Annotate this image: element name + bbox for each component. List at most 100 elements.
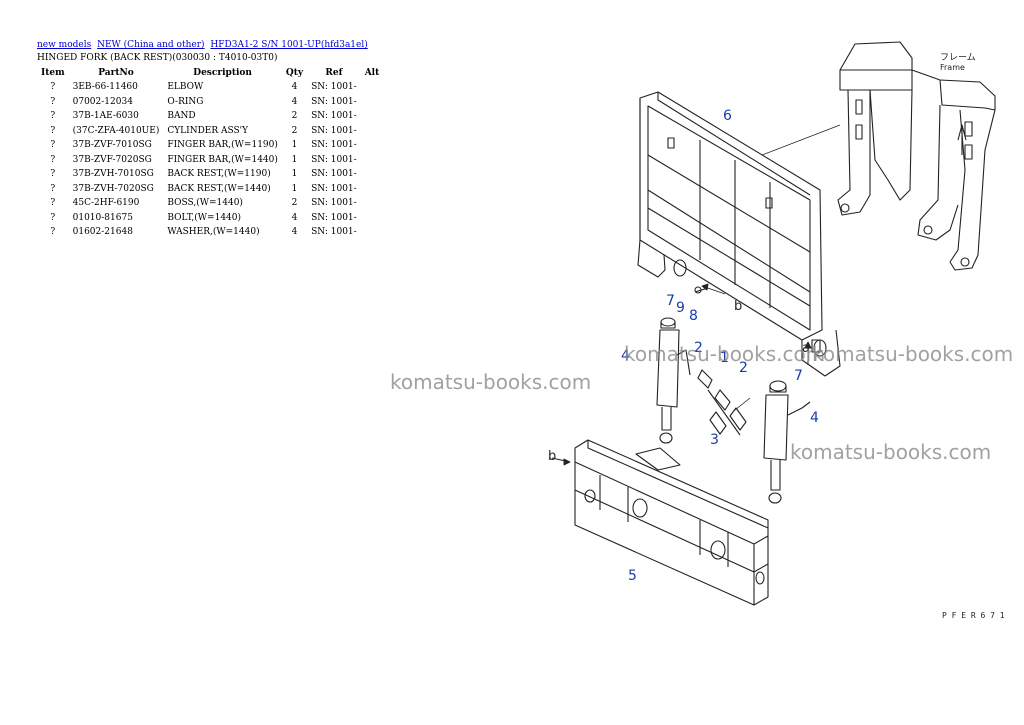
bands-small-parts: [673, 259, 827, 436]
cell-qty: 4: [291, 227, 298, 238]
callout-2-left: 2: [694, 340, 703, 356]
link-model-serial[interactable]: HFD3A1-2 S/N 1001-UP(hfd3a1el): [210, 40, 368, 50]
col-header-item: Item: [41, 68, 65, 78]
cell-partno: 37B-ZVF-7010SG: [72, 140, 152, 151]
col-header-description: Description: [193, 68, 252, 78]
cell-ref: SN: 1001-: [311, 212, 357, 223]
cell-ref: SN: 1001-: [311, 82, 357, 93]
cell-item: ?: [50, 198, 56, 209]
table-row: ? 37B-ZVF-7020SG FINGER BAR,(W=1440) 1 SN: 1…: [37, 153, 383, 168]
cell-item: ?: [50, 169, 56, 180]
callout-1: 1: [720, 350, 729, 366]
cell-ref: SN: 1001-: [311, 111, 357, 122]
col-header-alt: Alt: [364, 68, 380, 78]
back-rest-part: [637, 91, 841, 377]
cell-ref: SN: 1001-: [311, 227, 357, 238]
link-new-china-other[interactable]: NEW (China and other): [97, 40, 205, 50]
cell-alt: [361, 80, 384, 95]
cell-description: BAND: [167, 111, 196, 122]
cell-description: BOLT,(W=1440): [167, 212, 242, 223]
cell-item: ?: [50, 96, 56, 107]
arrow-labels: b a b: [548, 299, 810, 464]
frame-label-en: Frame: [940, 63, 965, 72]
cell-alt: [361, 182, 384, 197]
cell-alt: [361, 124, 384, 139]
cell-qty: 1: [291, 140, 298, 151]
cell-partno: 37B-1AE-6030: [72, 111, 139, 122]
col-header-ref: Ref: [325, 68, 343, 78]
table-row: ? 37B-1AE-6030 BAND 2 SN: 1001-: [37, 109, 383, 124]
cell-qty: 1: [291, 154, 298, 165]
callout-9: 9: [676, 300, 685, 316]
label-a-upper: a: [802, 341, 810, 356]
cell-ref: SN: 1001-: [311, 140, 357, 151]
cell-alt: [361, 95, 384, 110]
frame-label-jp: フレーム: [940, 52, 976, 63]
label-b-upper: b: [734, 299, 742, 314]
cell-item: ?: [50, 183, 56, 194]
col-header-qty: Qty: [285, 68, 304, 78]
cell-partno: 01010-81675: [72, 212, 133, 223]
cell-description: CYLINDER ASS'Y: [167, 125, 249, 136]
cell-qty: 4: [291, 82, 298, 93]
callout-2-right: 2: [739, 360, 748, 376]
callout-4-right: 4: [810, 410, 819, 426]
cell-qty: 4: [291, 212, 298, 223]
cell-partno: 3EB-66-11460: [72, 82, 138, 93]
table-row: ? 01010-81675 BOLT,(W=1440) 4 SN: 1001-: [37, 211, 383, 226]
cell-item: ?: [50, 154, 56, 165]
cell-ref: SN: 1001-: [311, 154, 357, 165]
arrows: [551, 283, 812, 466]
watermark-4: komatsu-books.com: [790, 440, 992, 464]
cell-description: WASHER,(W=1440): [167, 227, 260, 238]
watermark-3: komatsu-books.com: [812, 342, 1014, 366]
cell-item: ?: [50, 212, 56, 223]
cell-qty: 2: [291, 198, 298, 209]
cell-description: BACK REST,(W=1190): [167, 169, 271, 180]
callout-7-left: 7: [666, 293, 675, 309]
cell-partno: 37B-ZVF-7020SG: [72, 154, 152, 165]
cell-partno: 37B-ZVH-7020SG: [72, 183, 154, 194]
callout-4-left: 4: [621, 348, 630, 364]
cell-alt: [361, 225, 384, 240]
cell-description: FINGER BAR,(W=1190): [167, 140, 278, 151]
parts-diagram: フレーム Frame: [548, 41, 1005, 620]
callouts: 6 7 9 8 4 2 1 2 3 4 7 5: [621, 108, 819, 584]
cell-partno: 07002-12034: [72, 96, 133, 107]
cell-alt: [361, 211, 384, 226]
finger-bar-part: [574, 439, 769, 606]
page-title: HINGED FORK (BACK REST)(030030 : T4010-0…: [37, 53, 278, 63]
cell-alt: [361, 109, 384, 124]
cell-description: FINGER BAR,(W=1440): [167, 154, 278, 165]
cell-description: ELBOW: [167, 82, 204, 93]
leader-line: [761, 124, 841, 156]
cell-description: O-RING: [167, 96, 204, 107]
parts-table: Item PartNo Description Qty Ref Alt ? 3EB…: [37, 66, 383, 240]
link-new-models[interactable]: new models: [37, 40, 92, 50]
label-b-lower: b: [548, 449, 556, 464]
cell-description: BACK REST,(W=1440): [167, 183, 271, 194]
cell-item: ?: [50, 111, 56, 122]
cell-qty: 1: [291, 183, 298, 194]
cell-qty: 2: [291, 111, 298, 122]
callout-7-right: 7: [794, 368, 803, 384]
cell-partno: (37C-ZFA-4010UE): [72, 125, 160, 136]
cylinder-right: [763, 380, 811, 504]
cell-partno: 45C-2HF-6190: [72, 198, 140, 209]
col-header-partno: PartNo: [98, 68, 134, 78]
cell-qty: 1: [291, 169, 298, 180]
watermark-2: komatsu-books.com: [624, 342, 826, 366]
figure-code: P F E R 6 7 1: [942, 611, 1005, 620]
callout-3: 3: [710, 432, 719, 448]
cell-alt: [361, 196, 384, 211]
cell-partno: 01602-21648: [72, 227, 133, 238]
cell-qty: 2: [291, 125, 298, 136]
cell-alt: [361, 138, 384, 153]
cell-item: ?: [50, 227, 56, 238]
